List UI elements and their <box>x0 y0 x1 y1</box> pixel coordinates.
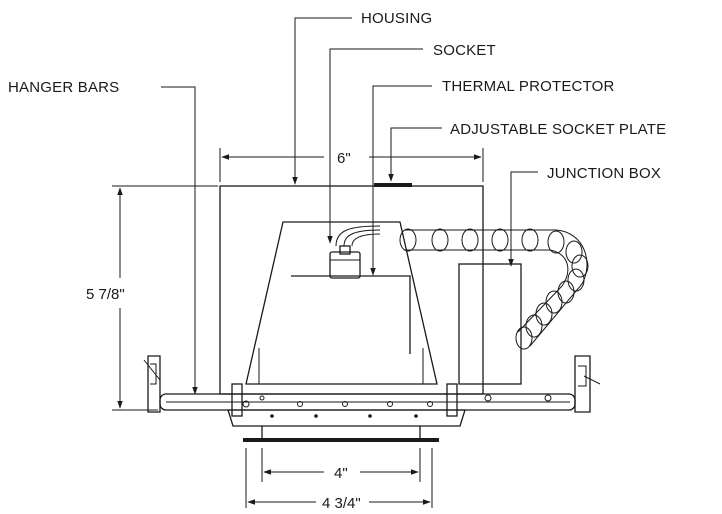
conduit-outline-top <box>404 229 588 347</box>
aperture-dimension-label: 4" <box>334 465 348 482</box>
flex-conduit <box>399 228 589 350</box>
conduit-coil <box>535 302 553 326</box>
conduit-coil <box>525 314 543 338</box>
hanger-bars-label: HANGER BARS <box>8 79 119 96</box>
conduit-coil <box>545 290 563 314</box>
junction-box <box>458 263 522 385</box>
conduit-coil <box>521 228 539 252</box>
thermal-protector-label: THERMAL PROTECTOR <box>442 78 615 95</box>
conduit-coil <box>491 228 509 252</box>
junction-box-label: JUNCTION BOX <box>547 165 661 182</box>
conduit-coil <box>399 228 417 252</box>
height-dimension-label: 5 7/8" <box>86 286 125 303</box>
thermal-protector <box>291 275 411 354</box>
trim-flange <box>243 426 439 442</box>
conduit-coil <box>515 326 533 350</box>
conduit-coil <box>547 230 565 254</box>
conduit-coil <box>431 228 449 252</box>
trim-dimension-label: 4 3/4" <box>322 495 361 512</box>
conduit-coil <box>565 240 583 264</box>
adjustable-socket-plate-label: ADJUSTABLE SOCKET PLATE <box>450 121 666 138</box>
conduit-coil <box>567 268 585 292</box>
callout-leaders <box>161 17 538 395</box>
conduit-coil <box>571 254 589 278</box>
lamp-enclosure <box>245 221 438 385</box>
conduit-outline-bottom <box>404 249 569 333</box>
conduit-coil <box>557 280 575 304</box>
socket-label: SOCKET <box>433 42 496 59</box>
conduit-coil <box>461 228 479 252</box>
adjustable-socket-plate <box>374 183 412 187</box>
dimension-lines <box>112 148 484 508</box>
hanger-bars <box>143 355 601 427</box>
housing-label: HOUSING <box>361 10 432 27</box>
width-dimension-label: 6" <box>337 150 351 167</box>
